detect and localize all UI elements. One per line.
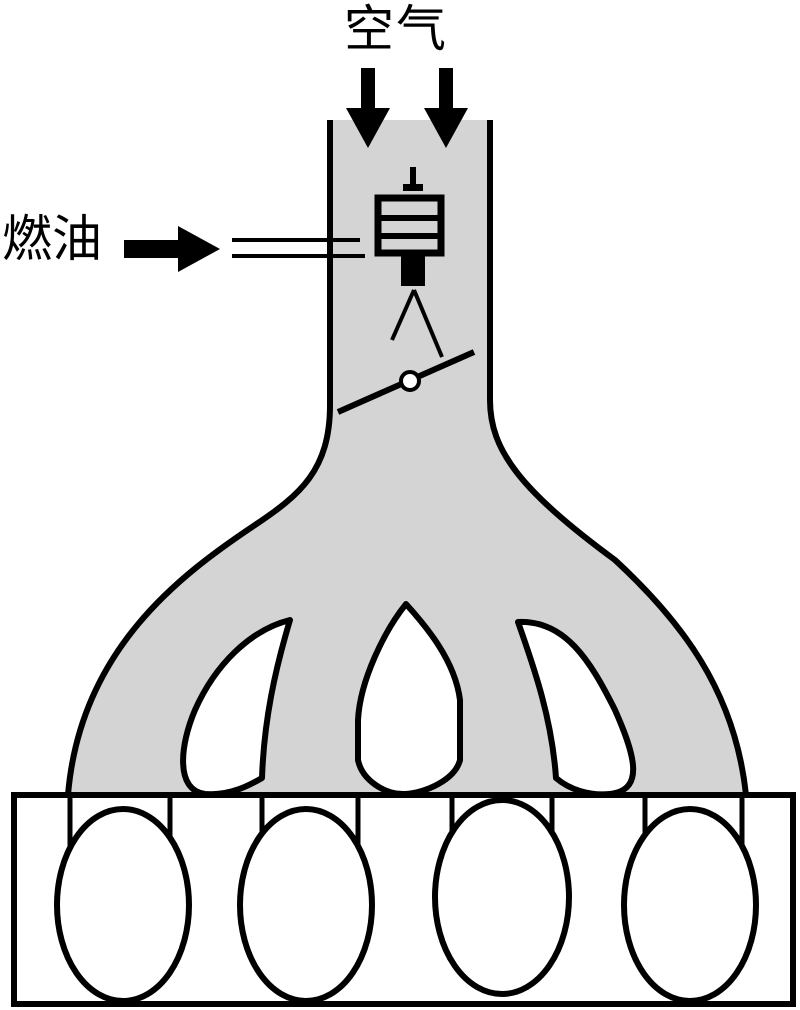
fuel-arrow — [124, 226, 220, 272]
cylinder-4 — [621, 795, 759, 1004]
air-label: 空气 — [344, 0, 448, 58]
fuel-line — [232, 238, 365, 258]
cylinder-1 — [54, 795, 192, 1004]
intake-manifold — [68, 120, 746, 795]
manifold-right-wall — [487, 120, 749, 796]
fuel-label: 燃油 — [2, 210, 102, 268]
cylinder-3 — [432, 795, 572, 997]
fuel-spray — [390, 289, 444, 358]
manifold-left-wall — [65, 120, 333, 796]
cylinder-2 — [237, 795, 375, 1004]
air-arrow-right — [424, 68, 468, 148]
fuel-injector — [374, 167, 445, 286]
air-arrow-left — [346, 68, 390, 148]
throttle-valve — [336, 349, 476, 415]
